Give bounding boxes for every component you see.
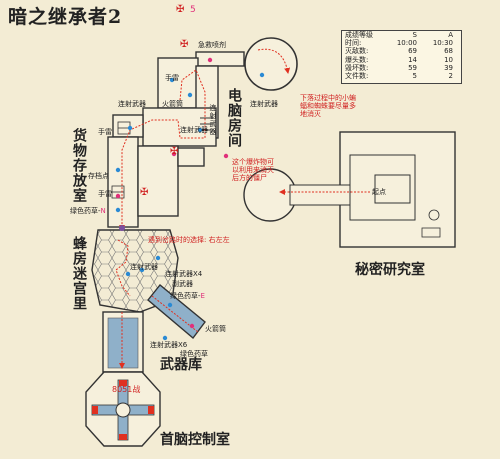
stats-s: 59 bbox=[408, 63, 417, 72]
item-markers bbox=[115, 57, 265, 341]
label-mg-honey1: 连射武器 bbox=[130, 263, 158, 271]
room-honeycomb: 蜂房迷宫里 bbox=[71, 236, 87, 311]
stats-label: 毁坏数: bbox=[345, 63, 369, 72]
stats-label: 时间: bbox=[345, 39, 362, 48]
label-save-point: 存档点 bbox=[88, 172, 109, 180]
label-green-herb-n: 绿色药草-N bbox=[70, 207, 106, 215]
stats-header-row: 成绩等级 S A bbox=[342, 31, 461, 39]
label-green-herb-text: 绿色药草 bbox=[70, 207, 98, 215]
stats-a: 10:30 bbox=[432, 39, 453, 48]
label-mg-right: 连射武器 bbox=[180, 126, 208, 134]
stats-header-s: S bbox=[412, 31, 417, 39]
label-mg-x6: 连射武器X6 bbox=[150, 341, 188, 349]
cross-icon: ✠ bbox=[180, 39, 189, 50]
route-upper bbox=[119, 69, 206, 231]
stats-s: 10:00 bbox=[396, 39, 417, 48]
map-title: 暗之继承者2 bbox=[8, 6, 123, 28]
stats-a: 68 bbox=[444, 47, 453, 56]
stats-row: 爆头数: 14 10 bbox=[342, 56, 461, 64]
cross-icon: ✠ bbox=[176, 4, 185, 15]
room-armory: 武器库 bbox=[160, 357, 202, 373]
secret-lab bbox=[243, 131, 456, 248]
label-rocket-armory: 火箭筒 bbox=[205, 325, 226, 333]
note-bomb: 这个爆炸物可以利用来消灭后方的僵尸 bbox=[232, 158, 274, 182]
note-path-choice: 遇到岔路时的选择: 右左左 bbox=[148, 236, 230, 244]
room-secret-lab: 秘密研究室 bbox=[355, 262, 425, 278]
stats-row: 文件数: 5 2 bbox=[342, 72, 461, 80]
label-green-herb-letter: E bbox=[200, 292, 205, 300]
cross-icon: ✠ bbox=[170, 146, 179, 157]
label-green-herb-lower: 绿色药草 bbox=[180, 350, 208, 358]
cross-icon: ✠ bbox=[140, 187, 149, 198]
stats-row: 毁坏数: 59 39 bbox=[342, 64, 461, 72]
stats-header-label: 成绩等级 bbox=[345, 31, 373, 39]
label-mg-honey2: 连射武器X4 bbox=[165, 270, 203, 278]
rank-stats-table: 成绩等级 S A 时间: 10:00 10:30 灭敌数: 69 68 爆头数:… bbox=[341, 30, 462, 84]
room-brain-control: 首脑控制室 bbox=[160, 432, 230, 448]
stats-a: 2 bbox=[448, 72, 453, 81]
computer-area-walls bbox=[112, 51, 245, 147]
label-mg: 连射武器 bbox=[118, 100, 146, 108]
brain-control-room bbox=[85, 371, 161, 447]
stats-s: 69 bbox=[408, 47, 417, 56]
stats-row: 时间: 10:00 10:30 bbox=[342, 39, 461, 47]
label-green-herb-letter: N bbox=[100, 207, 106, 215]
stats-a: 39 bbox=[444, 63, 453, 72]
room-cargo: 货物存放室 bbox=[71, 128, 87, 203]
label-submachine: 副武器 bbox=[172, 280, 193, 288]
stats-label: 文件数: bbox=[345, 72, 369, 81]
cross-count: 5 bbox=[190, 5, 196, 15]
label-emergency-spray: 急救喷剂 bbox=[198, 41, 226, 49]
stats-s: 14 bbox=[408, 55, 417, 64]
stats-row: 灭敌数: 69 68 bbox=[342, 47, 461, 55]
stats-a: 10 bbox=[444, 55, 453, 64]
label-green-herb-e: 绿色药草-E bbox=[170, 292, 205, 300]
stats-label: 灭敌数: bbox=[345, 47, 369, 56]
label-grenade: 手雷 bbox=[165, 74, 179, 82]
label-mg-computer: 连射武器 bbox=[250, 100, 278, 108]
stats-label: 爆头数: bbox=[345, 55, 369, 64]
label-mg-vertical: 连射武器 bbox=[209, 104, 217, 136]
label-start-point: 起点 bbox=[372, 188, 386, 196]
note-computer: 下落过程中的小蝙蝠和蜘蛛要尽量多地消灭 bbox=[300, 94, 356, 118]
stats-s: 5 bbox=[412, 72, 417, 81]
room-computer: 电脑房间 bbox=[226, 88, 242, 148]
lower-corridor bbox=[102, 311, 144, 373]
cargo-room-walls bbox=[107, 121, 205, 228]
label-grenade-low: 手雷 bbox=[98, 190, 112, 198]
label-boss: 8051战 bbox=[112, 385, 141, 394]
stats-header-a: A bbox=[448, 31, 453, 39]
label-grenade-mid: 手雷 bbox=[98, 128, 112, 136]
label-rocket: 火箭筒 bbox=[162, 100, 183, 108]
computer-room-circle bbox=[244, 37, 298, 91]
label-green-herb-text: 绿色药草 bbox=[170, 292, 198, 300]
